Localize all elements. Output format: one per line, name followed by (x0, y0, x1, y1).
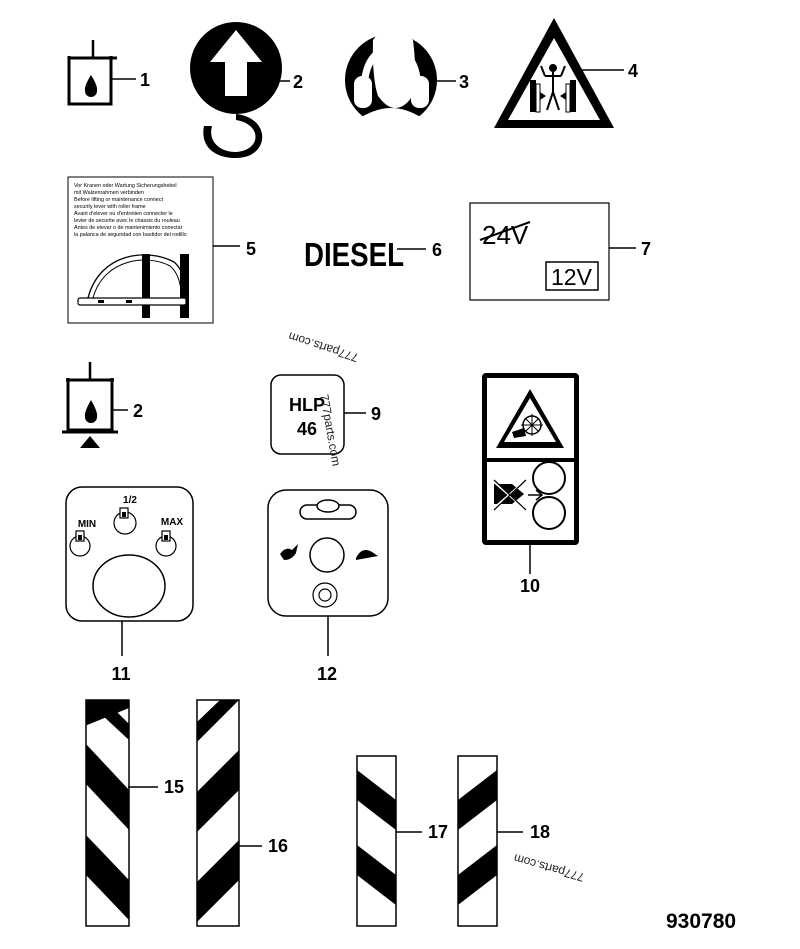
watermark-text: 777parts.com (512, 851, 586, 884)
hazard-stripe-panel-15 (85, 699, 130, 927)
security-lever-warning-decal: Vor Kranen oder Wartung Sicherungshebel … (67, 176, 214, 324)
callout-3: 3 (459, 72, 469, 92)
callout-12: 12 (317, 664, 337, 684)
lifting-hook-icon (190, 22, 282, 158)
callout-18: 18 (530, 822, 550, 842)
turtle-slow-icon (356, 550, 378, 560)
rotating-parts-warning-decal (482, 373, 579, 545)
ear-protection-icon (345, 30, 437, 126)
callout-9: 9 (371, 404, 381, 424)
callout-6: 6 (432, 240, 442, 260)
hlp-label: HLP (289, 395, 325, 415)
throttle-position-decal: 1/2 MIN MAX (65, 486, 194, 622)
voltage-decal: 24V 12V (469, 202, 610, 301)
speed-control-decal (267, 489, 389, 617)
hydraulic-oil-decal: HLP 46 (270, 374, 345, 455)
callout-4: 4 (628, 61, 638, 81)
warning-text-line: Before lifting or maintenance connect (74, 197, 164, 203)
callout-10: 10 (520, 576, 540, 596)
callout-2b: 2 (133, 401, 143, 421)
warning-text-line: la palanca de seguridad con bastidor del… (74, 232, 187, 238)
rabbit-fast-icon (280, 544, 298, 560)
callout-16: 16 (268, 836, 288, 856)
callout-1: 1 (140, 70, 150, 90)
callout-15: 15 (164, 777, 184, 797)
callout-2: 2 (293, 72, 303, 92)
warning-text-line: Avant d'elever ou d'entretien connecter … (74, 211, 173, 217)
callout-7: 7 (641, 239, 651, 259)
warning-text-line: levier de securite avec le chassis du ro… (74, 218, 180, 224)
drawing-number: 930780 (666, 910, 736, 933)
crush-hazard-warning-icon (494, 18, 614, 128)
oil-reservoir-decal-2 (62, 362, 118, 448)
throttle-max-label: MAX (161, 517, 184, 528)
warning-text-line: Antes de elevar o de mantenimiento conec… (74, 225, 183, 231)
oil-reservoir-decal-1 (67, 40, 117, 106)
hazard-stripe-panel-17 (356, 755, 397, 927)
throttle-half-label: 1/2 (123, 495, 137, 506)
warning-text-line: Vor Kranen oder Wartung Sicherungshebel (74, 183, 177, 189)
callout-5: 5 (246, 239, 256, 259)
warning-text-line: security lever with roller frame (74, 204, 146, 210)
callout-11: 11 (111, 664, 130, 684)
throttle-min-label: MIN (78, 519, 96, 530)
callout-17: 17 (428, 822, 448, 842)
watermark-text: 777parts.com (287, 329, 360, 365)
diesel-label: DIESEL (304, 236, 404, 273)
voltage-label: 12V (551, 264, 593, 290)
hazard-stripe-panel-18 (457, 755, 498, 927)
warning-text-line: mit Walzenrahmen verbinden (74, 190, 144, 196)
hazard-stripe-panel-16 (196, 699, 240, 927)
viscosity-label: 46 (297, 419, 317, 439)
